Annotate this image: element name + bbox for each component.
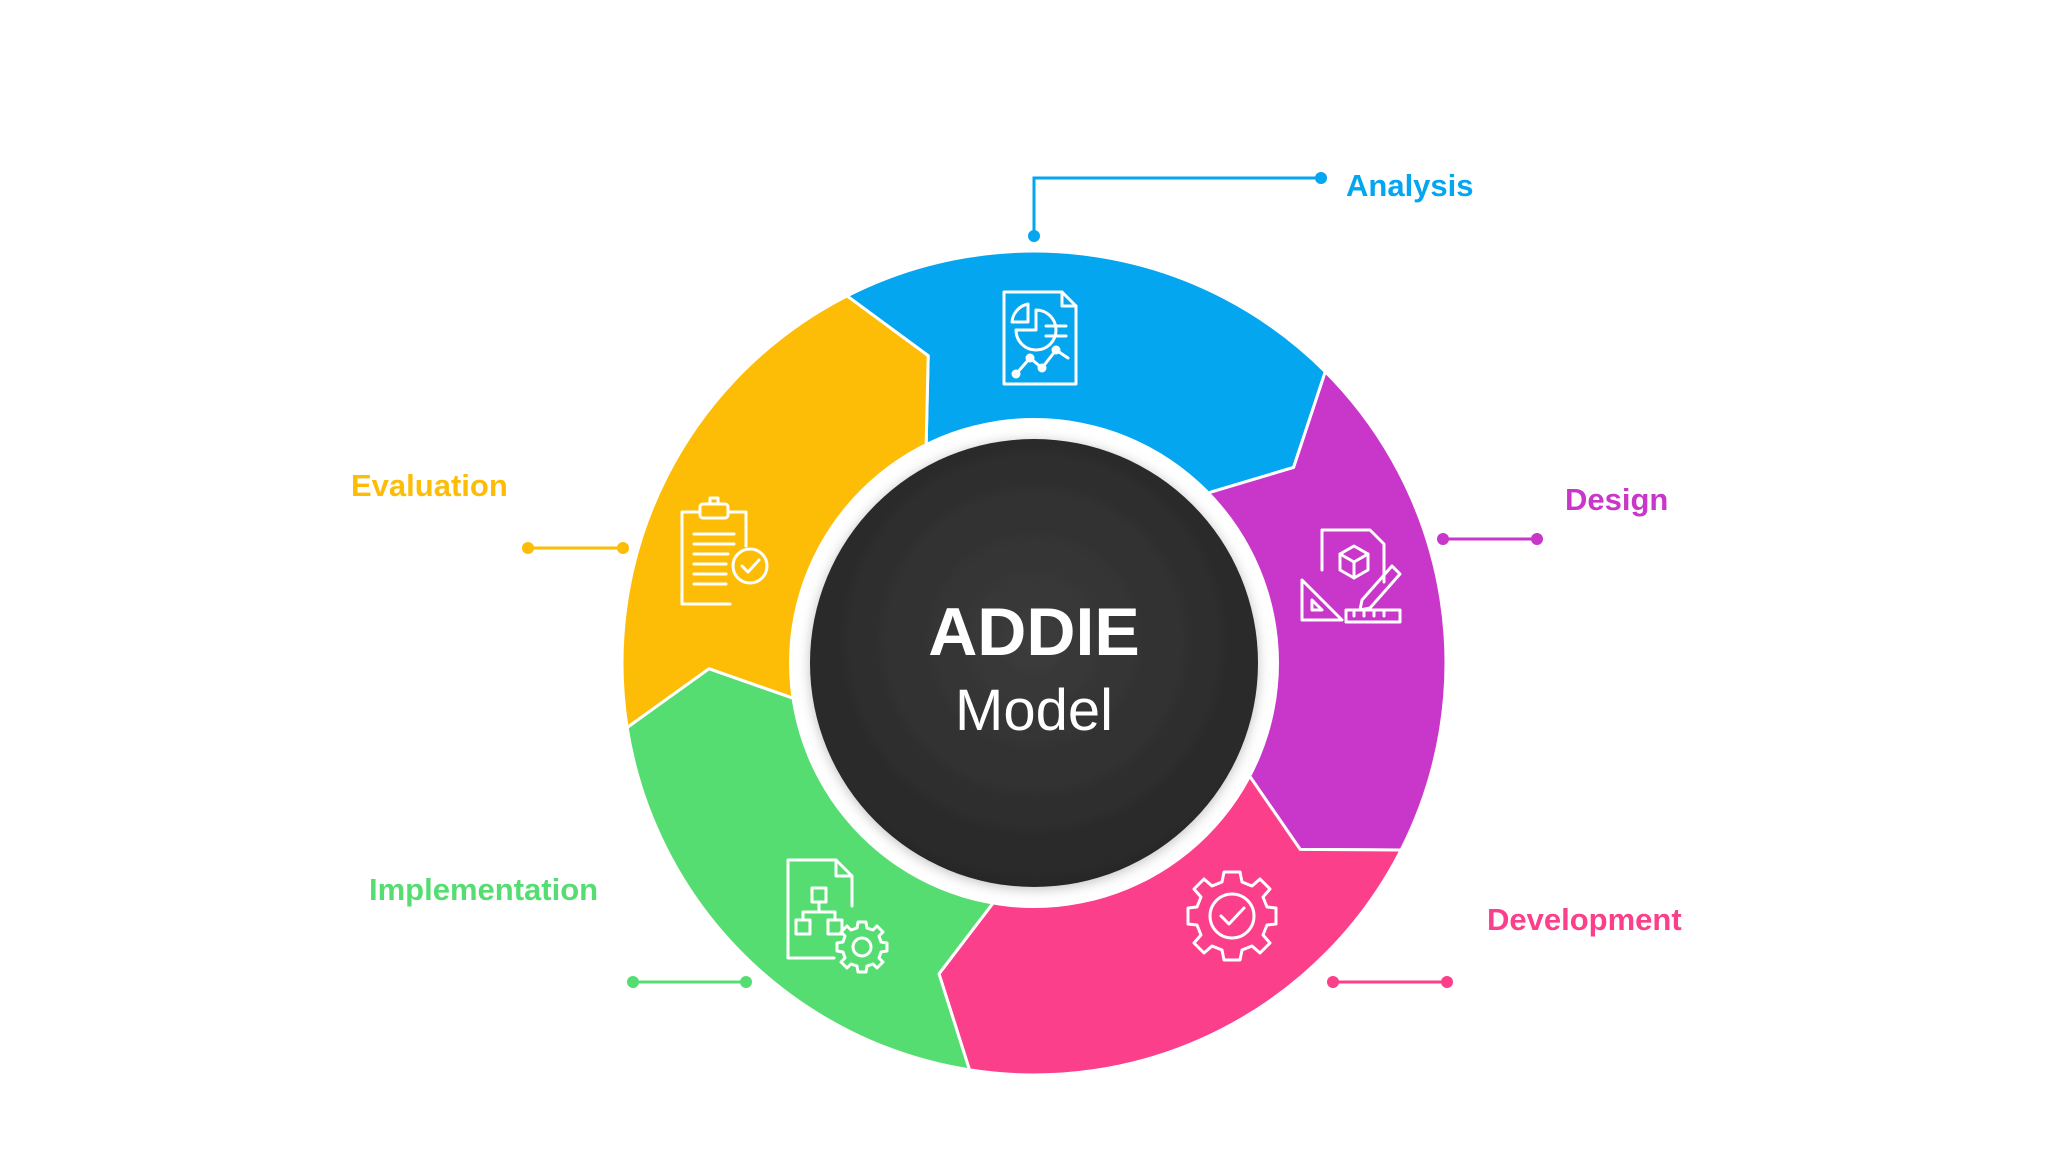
connector-analysis xyxy=(1028,172,1327,242)
design-tools-icon xyxy=(1300,528,1402,624)
connector-evaluation xyxy=(522,542,629,554)
connector-design xyxy=(1437,533,1543,545)
label-analysis: Analysis xyxy=(1346,168,1474,203)
label-evaluation: Evaluation xyxy=(351,468,508,503)
label-implementation: Implementation xyxy=(369,872,598,907)
label-development: Development xyxy=(1487,902,1682,937)
clipboard-check-icon xyxy=(680,496,769,606)
hub-dark-disc xyxy=(810,439,1258,887)
report-chart-icon xyxy=(1002,290,1078,386)
workflow-gear-icon xyxy=(786,858,889,974)
center-subtitle: Model xyxy=(955,678,1113,743)
center-hub: ADDIE Model xyxy=(789,418,1279,908)
gear-check-icon xyxy=(1186,870,1278,962)
connector-development xyxy=(1327,976,1453,988)
connector-implementation xyxy=(627,976,752,988)
center-title: ADDIE xyxy=(928,594,1140,670)
label-design: Design xyxy=(1565,482,1668,517)
